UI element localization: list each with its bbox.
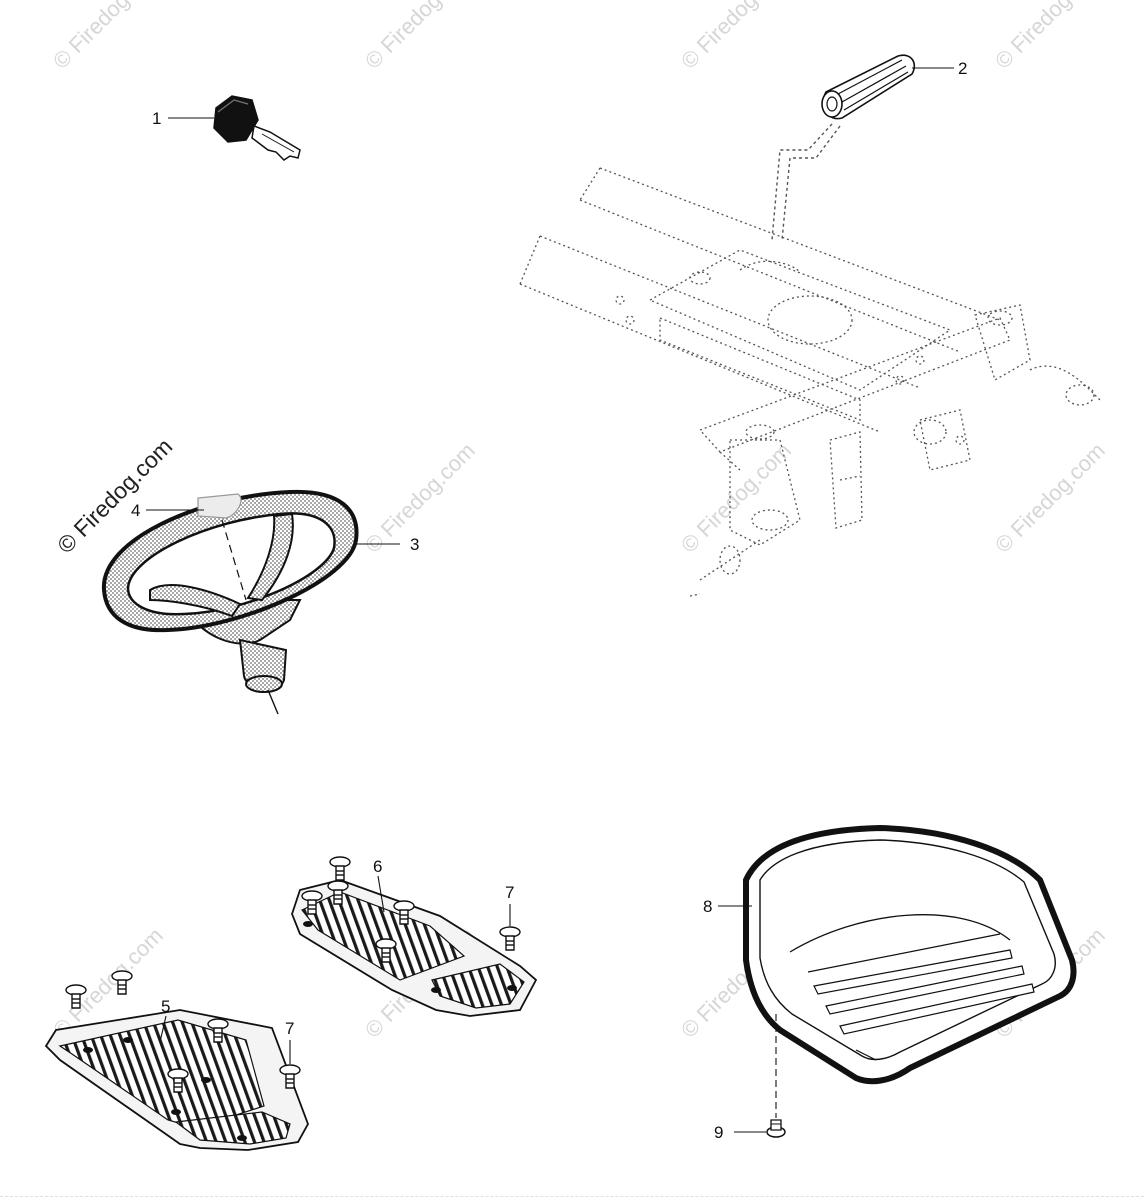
lever-shaft [771, 123, 841, 241]
push-rivet [499, 926, 521, 951]
push-rivet [327, 880, 349, 905]
leader-line-6 [377, 875, 385, 913]
push-rivet [167, 1068, 189, 1093]
push-rivet [65, 984, 87, 1009]
ignition-key-drawing [213, 95, 301, 161]
push-rivet [207, 1018, 229, 1043]
chassis-drawing [519, 167, 1101, 597]
push-rivet [111, 970, 133, 995]
steering-wheel-drawing [101, 489, 359, 715]
push-rivet [375, 938, 397, 963]
push-rivet [301, 890, 323, 915]
callout-1: 1 [152, 109, 162, 128]
callout-8: 8 [703, 897, 713, 916]
callout-9: 9 [714, 1123, 724, 1142]
push-rivet [279, 1064, 301, 1089]
callout-5: 5 [161, 997, 171, 1016]
push-rivets [65, 856, 521, 1093]
push-rivet [393, 900, 415, 925]
callout-3: 3 [410, 535, 420, 554]
leader-line-5 [159, 1015, 167, 1043]
callout-7: 7 [285, 1019, 295, 1038]
callout-4: 4 [131, 501, 141, 520]
callout-6: 6 [373, 857, 383, 876]
footer-rule [0, 1196, 1144, 1197]
right-footrest-drawing [291, 879, 538, 1017]
lever-grip-drawing [821, 54, 916, 120]
push-rivet [329, 856, 351, 881]
callout-2: 2 [958, 59, 968, 78]
callout-7: 7 [505, 883, 515, 902]
seat-drawing [743, 824, 1077, 1085]
seat-bolt-drawing [766, 1014, 786, 1138]
